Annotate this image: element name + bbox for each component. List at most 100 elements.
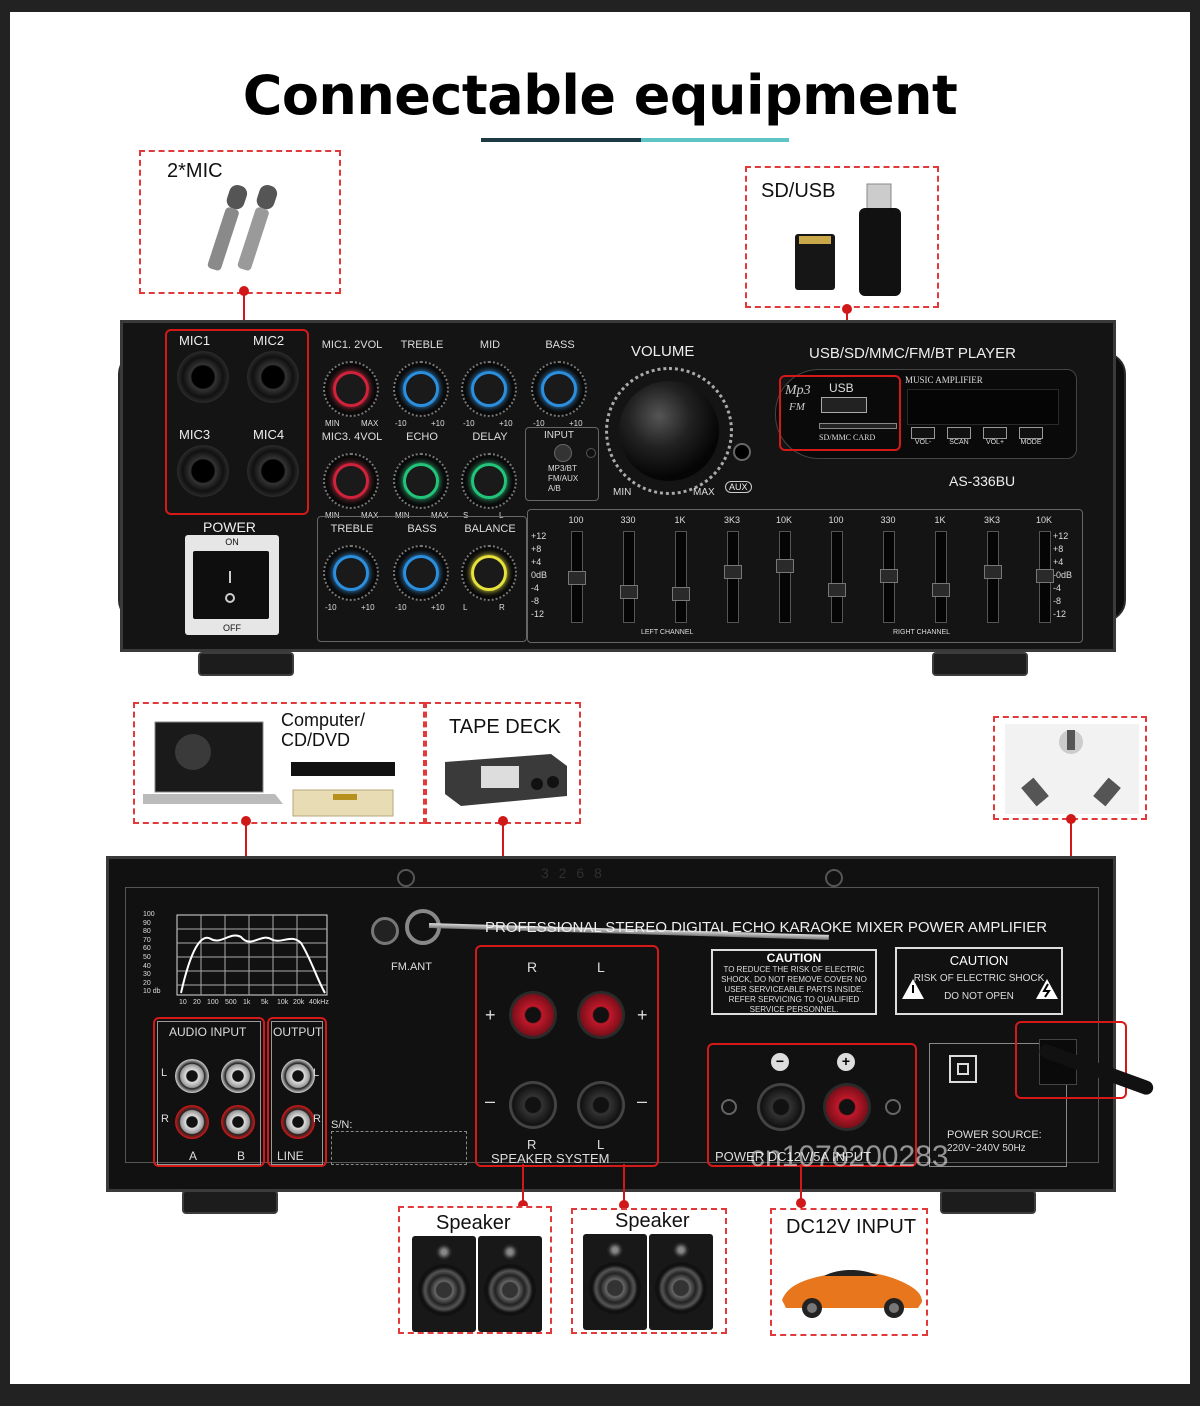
dc-negative-terminal[interactable]	[757, 1083, 805, 1131]
eq-slider-cap[interactable]	[932, 582, 950, 597]
eq-slider[interactable]	[620, 531, 638, 623]
input-opt2: FM/AUX	[548, 474, 579, 483]
mic4-jack[interactable]	[247, 445, 299, 497]
rotary-knob[interactable]	[323, 361, 379, 417]
rca-jack[interactable]	[175, 1059, 209, 1093]
sports-car-icon	[782, 1270, 922, 1318]
eq-slider-cap[interactable]	[620, 584, 638, 599]
rotary-knob[interactable]	[461, 453, 517, 509]
callout-computer-label: Computer/ CD/DVD	[281, 710, 366, 750]
rca-jack[interactable]	[281, 1105, 315, 1139]
fm-ant-label: FM.ANT	[391, 961, 432, 973]
eq-slider-cap[interactable]	[724, 565, 742, 580]
volume-knob[interactable]	[619, 381, 719, 481]
mic1-jack[interactable]	[177, 351, 229, 403]
fm-antenna-jack[interactable]	[371, 917, 399, 945]
usb-port[interactable]	[821, 397, 867, 413]
rca-jack[interactable]	[175, 1105, 209, 1139]
player-button[interactable]	[983, 427, 1007, 439]
graph-y-label: 40	[143, 962, 151, 970]
rca-jack[interactable]	[221, 1059, 255, 1093]
usb-sd-highlight	[779, 375, 901, 451]
knob-scale-dots	[393, 453, 449, 509]
voltage-label: 220V~240V 50Hz	[947, 1143, 1026, 1154]
graph-x-label: 500	[225, 999, 237, 1006]
eq-slider[interactable]	[724, 531, 742, 623]
player-button[interactable]	[1019, 427, 1043, 439]
front-foot-right	[932, 652, 1028, 676]
volume-min-label: MIN	[613, 487, 632, 498]
connector-dot-tape	[498, 816, 508, 826]
output-box	[271, 1021, 323, 1165]
speaker-l-positive[interactable]	[577, 991, 625, 1039]
input-button[interactable]	[554, 444, 572, 462]
rotary-knob[interactable]	[393, 453, 449, 509]
rotary-knob[interactable]	[461, 361, 517, 417]
player-button-label: VOL+	[985, 439, 1005, 446]
callout-sdusb: SD/USB	[745, 166, 939, 308]
connector-dot-outlet	[1066, 814, 1076, 824]
power-switch[interactable]: ON OFF	[185, 535, 279, 635]
aux-jack[interactable]	[733, 443, 751, 461]
music-amplifier-label: MUSIC AMPLIFIER	[905, 375, 983, 385]
eq-slider[interactable]	[672, 531, 690, 623]
warning-icon	[902, 979, 924, 999]
eq-slider-cap[interactable]	[1036, 569, 1054, 584]
rotary-knob[interactable]	[323, 453, 379, 509]
knob-scale-dots	[393, 361, 449, 417]
eq-freq-label: 1K	[934, 515, 946, 525]
rotary-knob[interactable]	[461, 545, 517, 601]
dc-screw-left	[721, 1099, 737, 1115]
eq-slider[interactable]	[828, 531, 846, 623]
player-button[interactable]	[947, 427, 971, 439]
eq-db-label: -4	[531, 583, 540, 593]
eq-slider[interactable]	[1036, 531, 1054, 623]
speaker-minus-right: –	[637, 1091, 648, 1111]
eq-slider-cap[interactable]	[880, 569, 898, 584]
eq-db-label: +12	[531, 531, 547, 541]
speaker-r-positive[interactable]	[509, 991, 557, 1039]
callout-mic: 2*MIC	[139, 150, 341, 294]
graph-x-label: 40kHz	[309, 999, 329, 1006]
eq-slider[interactable]	[776, 531, 794, 623]
rotary-knob[interactable]	[393, 545, 449, 601]
knob-ring	[403, 371, 439, 407]
rotary-knob[interactable]	[531, 361, 587, 417]
knob-scale-dots	[323, 361, 379, 417]
sd-card-slot[interactable]	[819, 423, 897, 429]
product-infographic: Connectable equipment 2*MIC SD/USB	[10, 12, 1190, 1384]
eq-slider-cap[interactable]	[776, 559, 794, 574]
eq-slider-cap[interactable]	[984, 565, 1002, 580]
eq-slider-cap[interactable]	[568, 571, 586, 585]
knob-ring	[471, 463, 507, 499]
rotary-knob[interactable]	[323, 545, 379, 601]
speaker-l-negative[interactable]	[577, 1081, 625, 1129]
mic3-jack[interactable]	[177, 445, 229, 497]
microphone-icon	[207, 184, 278, 271]
eq-slider[interactable]	[932, 531, 950, 623]
graph-x-label: 10k	[277, 999, 289, 1006]
player-button[interactable]	[911, 427, 935, 439]
knob-min-label: MIN	[325, 511, 340, 520]
speaker-r-negative[interactable]	[509, 1081, 557, 1129]
power-rocker[interactable]	[193, 551, 269, 619]
speaker-minus-left: –	[485, 1091, 496, 1111]
rca-jack[interactable]	[221, 1105, 255, 1139]
knob-ring	[333, 463, 369, 499]
knob-scale-dots	[323, 545, 379, 601]
rotary-knob[interactable]	[393, 361, 449, 417]
rca-jack[interactable]	[281, 1059, 315, 1093]
eq-slider[interactable]	[984, 531, 1002, 623]
eq-slider[interactable]	[880, 531, 898, 623]
speaker-plus-right: +	[637, 1005, 648, 1025]
watermark: cn1078200283	[750, 1140, 949, 1173]
graph-y-label: 10 db	[143, 988, 161, 996]
tone-section-box	[317, 516, 527, 642]
knob-scale-dots	[461, 361, 517, 417]
eq-slider[interactable]	[568, 531, 586, 623]
eq-slider-cap[interactable]	[672, 586, 690, 601]
eq-slider-cap[interactable]	[828, 582, 846, 597]
dc-positive-terminal[interactable]	[823, 1083, 871, 1131]
mic2-jack[interactable]	[247, 351, 299, 403]
eq-freq-label: 330	[880, 515, 896, 525]
